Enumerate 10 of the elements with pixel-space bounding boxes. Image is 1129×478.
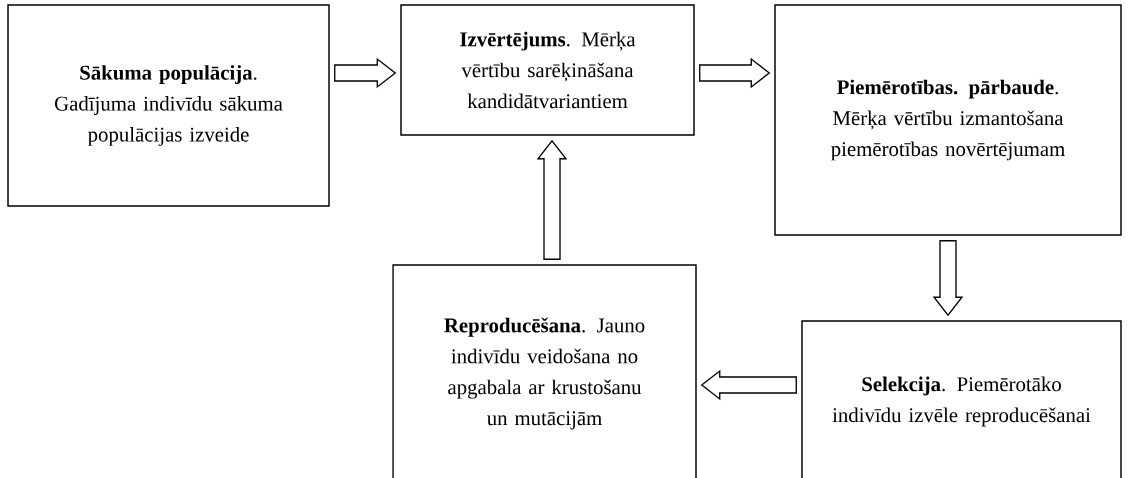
block-arrow [536,139,568,260]
block-arrow [699,57,771,89]
process-box: Selekcija. Piemērotāko indivīdu izvēle reproducēšanai [801,320,1122,478]
process-box: Piemērotības. pārbaude. Mērķa vērtību izmantošana piemērotības novērtējumam [774,4,1122,236]
block-arrow [700,369,797,401]
process-box: Izvērtējums. Mērķa vērtību sarēķināšana kandidātvariantiem [400,4,695,136]
block-arrow [932,240,964,317]
process-box: Sākuma populācija. Gadījuma indivīdu sākuma populācijas izveide [7,4,330,207]
process-box: Reproducēšana. Jauno indivīdu veidošana no apgabala ar krustošanu un mutācijām [392,264,697,478]
block-arrow [334,57,397,89]
